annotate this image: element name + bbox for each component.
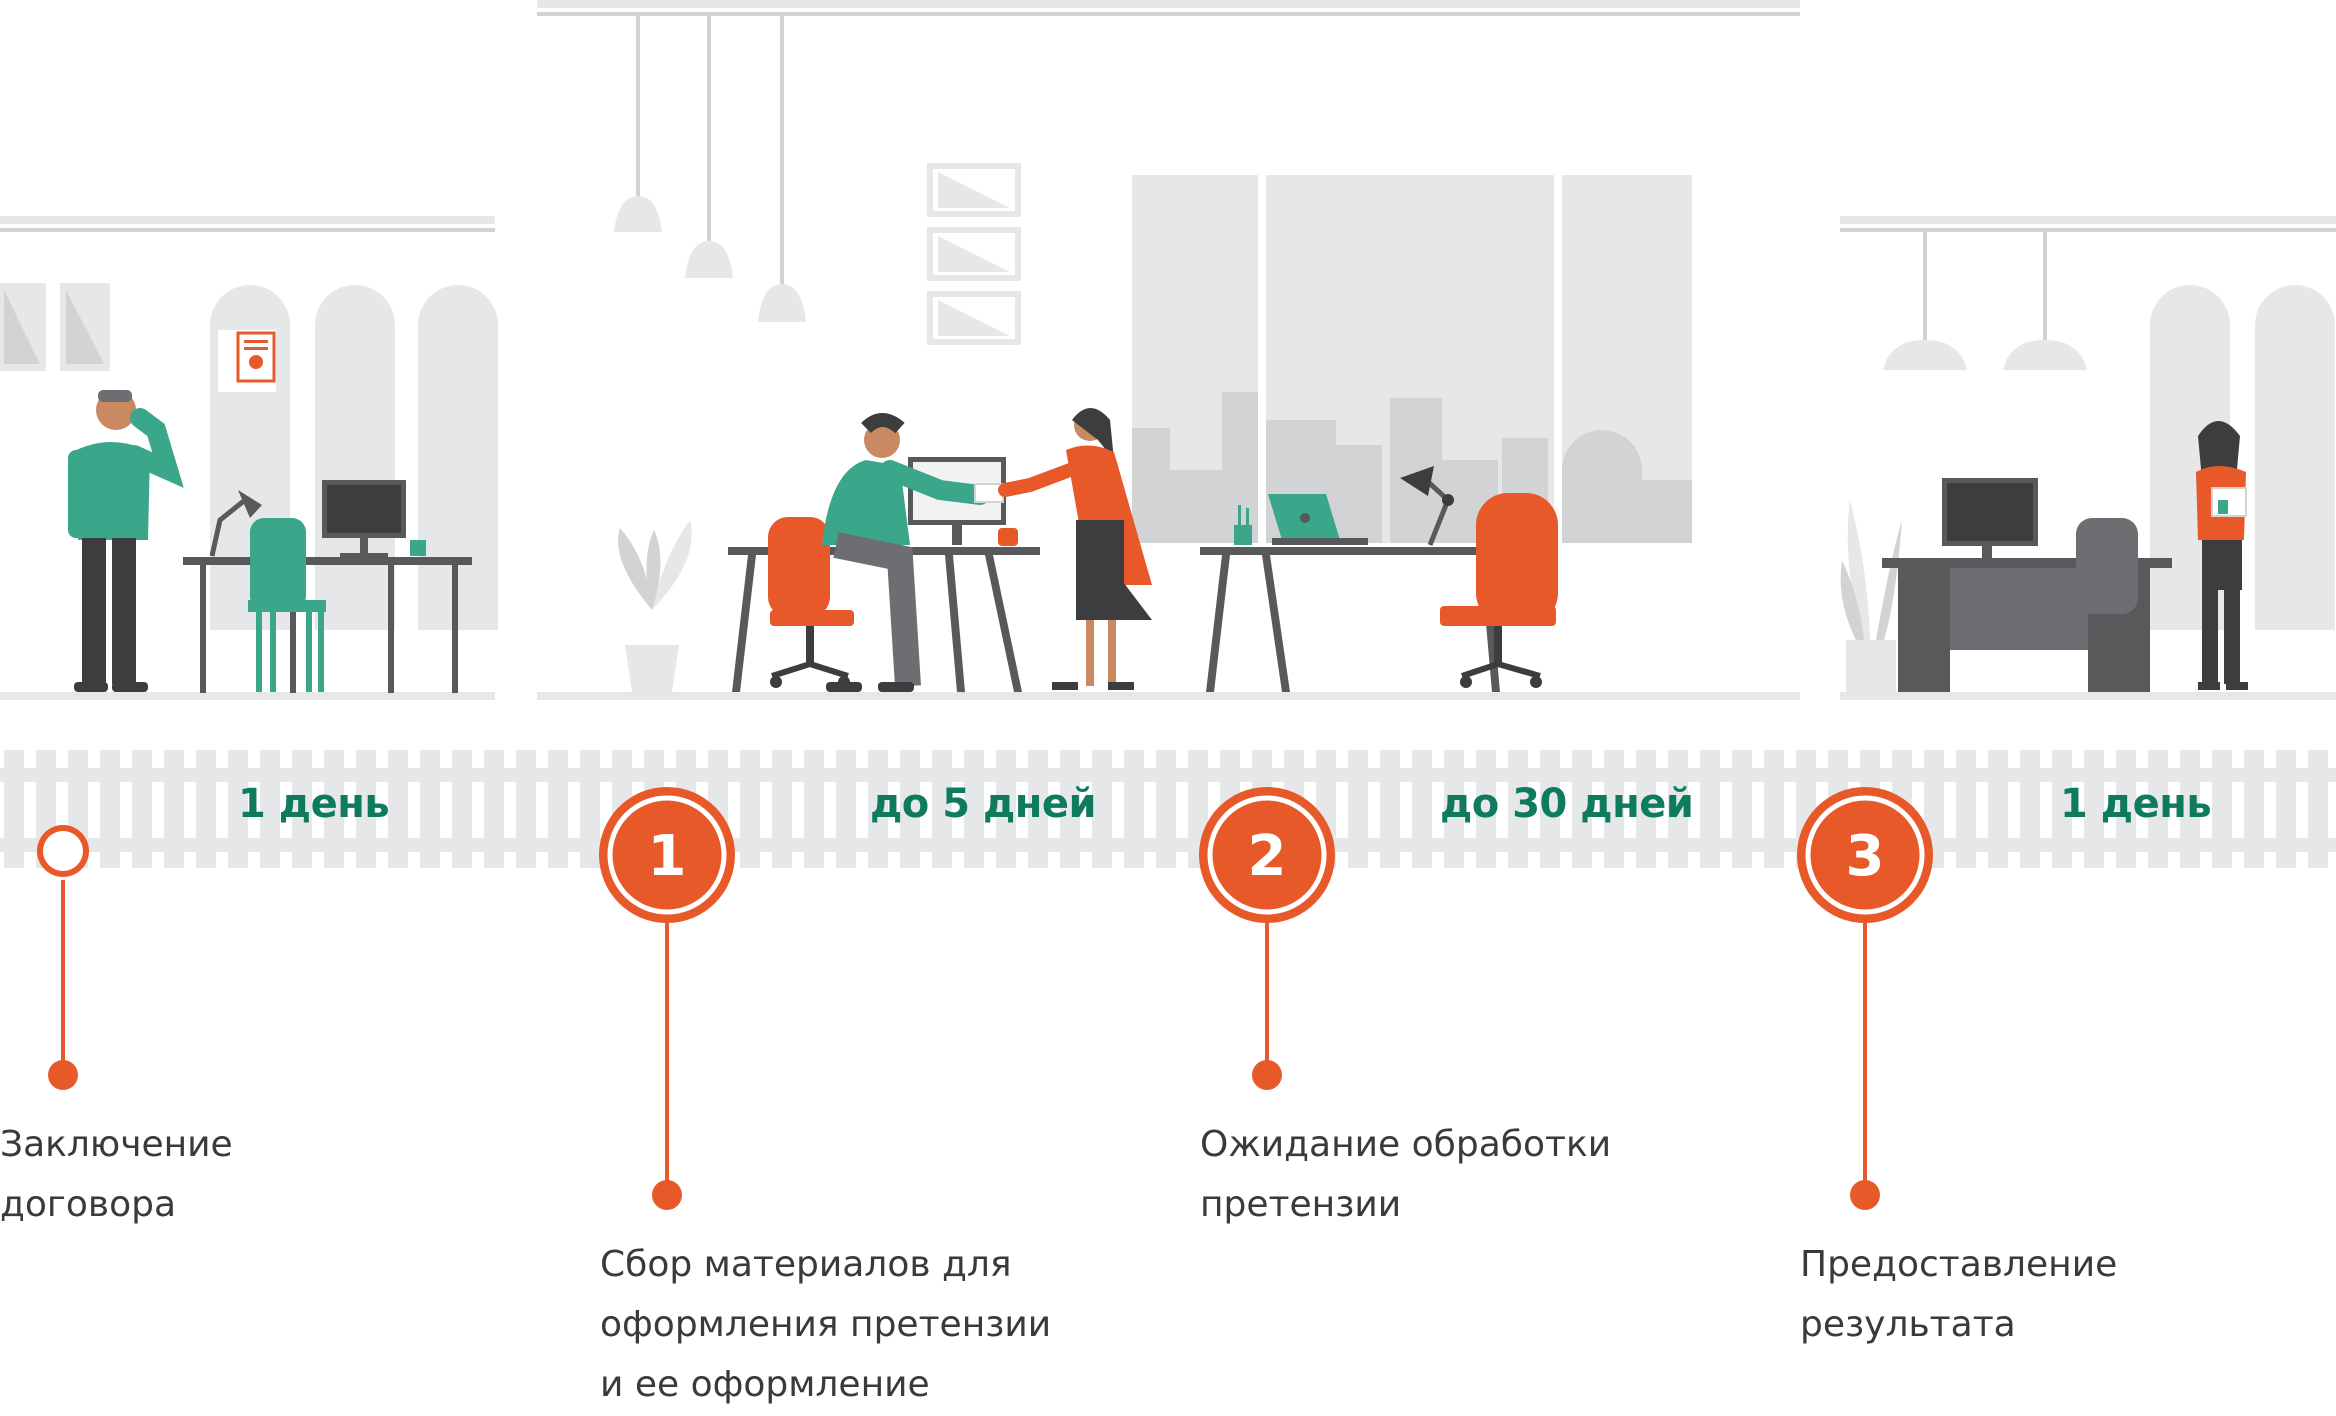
fence-post — [2052, 750, 2072, 868]
step-label-2: Ожидание обработки претензии — [1200, 1115, 1611, 1235]
step-0-dot — [48, 1060, 78, 1090]
step-label-3-line-2: результата — [1800, 1304, 2016, 1345]
fence-post — [388, 750, 408, 868]
fence-post — [964, 750, 984, 868]
duration-1: до 5 дней — [870, 781, 1097, 827]
step-1-dot — [652, 1180, 682, 1210]
fence-post — [548, 750, 568, 868]
fence-post — [1380, 750, 1400, 868]
fence-post — [1700, 750, 1720, 868]
fence-post — [836, 750, 856, 868]
fence-post — [1476, 750, 1496, 868]
fence-post — [772, 750, 792, 868]
fence-post — [996, 750, 1016, 868]
fence-post — [1572, 750, 1592, 868]
fence-post — [868, 750, 888, 868]
fence-post — [164, 750, 184, 868]
step-label-1-line-1: Сбор материалов для — [600, 1244, 1012, 1285]
step-number-1: 1 — [648, 824, 687, 889]
fence-post — [1508, 750, 1528, 868]
fence-post — [1412, 750, 1432, 868]
fence-post — [2180, 750, 2200, 868]
fence-post — [1348, 750, 1368, 868]
step-label-1-line-3: и ее оформление — [600, 1364, 930, 1405]
fence-post — [2020, 750, 2040, 868]
duration-0: 1 день — [238, 781, 390, 827]
timeline-end-dots — [48, 1060, 1880, 1210]
step-label-1-line-2: оформления претензии — [600, 1304, 1052, 1345]
step-label-2-line-1: Ожидание обработки — [1200, 1124, 1612, 1165]
step-2-dot — [1252, 1060, 1282, 1090]
fence-post — [356, 750, 376, 868]
room-left — [0, 283, 498, 693]
fence-post — [2084, 750, 2104, 868]
fence-post — [260, 750, 280, 868]
fence-post — [420, 750, 440, 868]
fence-post — [516, 750, 536, 868]
fence-post — [804, 750, 824, 868]
fence-post — [932, 750, 952, 868]
duration-3: 1 день — [2060, 781, 2212, 827]
fence-post — [2116, 750, 2136, 868]
fence-post — [484, 750, 504, 868]
fence-post — [900, 750, 920, 868]
fence-post — [1124, 750, 1144, 868]
step-label-2-line-2: претензии — [1200, 1184, 1402, 1225]
fence-post — [1636, 750, 1656, 868]
fence-post — [132, 750, 152, 868]
fence-post — [1988, 750, 2008, 868]
fence-post — [2308, 750, 2328, 868]
fence-post — [1060, 750, 1080, 868]
step-number-3: 3 — [1846, 824, 1885, 889]
step-label-0-line-2: договора — [0, 1184, 177, 1225]
fence-post — [1732, 750, 1752, 868]
step-label-3-line-1: Предоставление — [1800, 1244, 2118, 1285]
fence-post — [4, 750, 24, 868]
step-label-1: Сбор материалов для оформления претензии… — [600, 1235, 1051, 1415]
room-middle — [614, 16, 1692, 692]
step-label-0: Заключение договора — [0, 1115, 233, 1235]
fence-post — [580, 750, 600, 868]
fence-post — [1764, 750, 1784, 868]
fence-post — [2212, 750, 2232, 868]
fence-post — [2276, 750, 2296, 868]
fence-post — [292, 750, 312, 868]
step-3-dot — [1850, 1180, 1880, 1210]
ceiling-lines — [0, 0, 2336, 232]
fence-post — [740, 750, 760, 868]
timeline-stems — [61, 880, 1867, 1192]
step-marker-start — [37, 825, 89, 877]
step-label-3: Предоставление результата — [1800, 1235, 2117, 1355]
fence-post — [1540, 750, 1560, 868]
fence-post — [2244, 750, 2264, 868]
fence-post — [1092, 750, 1112, 868]
fence-post — [324, 750, 344, 868]
fence-post — [1156, 750, 1176, 868]
fence-post — [1668, 750, 1688, 868]
step-marker-2: 2 — [1199, 787, 1335, 923]
step-label-0-line-1: Заключение — [0, 1124, 233, 1165]
duration-2: до 30 дней — [1440, 781, 1694, 827]
fence-post — [228, 750, 248, 868]
floors — [0, 692, 2336, 700]
fence-post — [1444, 750, 1464, 868]
step-marker-1: 1 — [599, 787, 735, 923]
fence-post — [100, 750, 120, 868]
fence-post — [1028, 750, 1048, 868]
fence-post — [196, 750, 216, 868]
fence-post — [452, 750, 472, 868]
room-right — [1840, 232, 2335, 692]
fence-post — [1604, 750, 1624, 868]
fence-post — [1956, 750, 1976, 868]
step-number-2: 2 — [1248, 824, 1287, 889]
step-marker-3: 3 — [1797, 787, 1933, 923]
fence-post — [2148, 750, 2168, 868]
